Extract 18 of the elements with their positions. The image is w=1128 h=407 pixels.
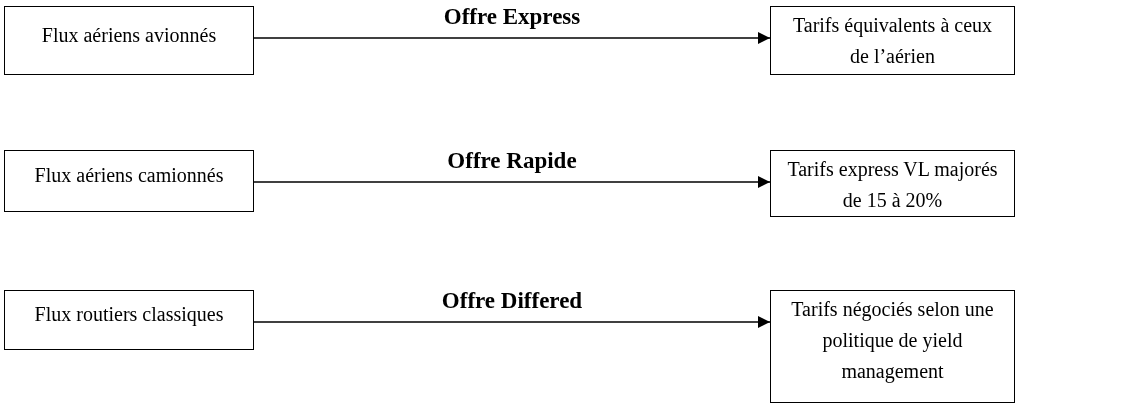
edge-label: Offre Differed xyxy=(441,288,583,314)
edge-label: Offre Rapide xyxy=(447,148,577,174)
text-box xyxy=(4,290,254,350)
box-text: Tarifs équivalents à ceux de l’aérien xyxy=(791,13,994,69)
box-text: Flux aériens avionnés xyxy=(41,22,217,48)
edge-label: Offre Express xyxy=(443,4,581,30)
arrow xyxy=(253,176,771,188)
box-text: Tarifs express VL majorés de 15 à 20% xyxy=(786,157,999,213)
text-box xyxy=(770,150,1015,217)
text-box xyxy=(4,150,254,212)
box-text: Flux aériens camionnés xyxy=(34,163,224,188)
arrow xyxy=(253,316,771,328)
box-text: Flux routiers classiques xyxy=(34,302,224,328)
box-text: Tarifs négociés selon une politique de yield management xyxy=(790,297,995,385)
text-box xyxy=(770,6,1015,75)
arrow xyxy=(253,32,771,44)
text-box xyxy=(4,6,254,75)
text-box xyxy=(770,290,1015,403)
